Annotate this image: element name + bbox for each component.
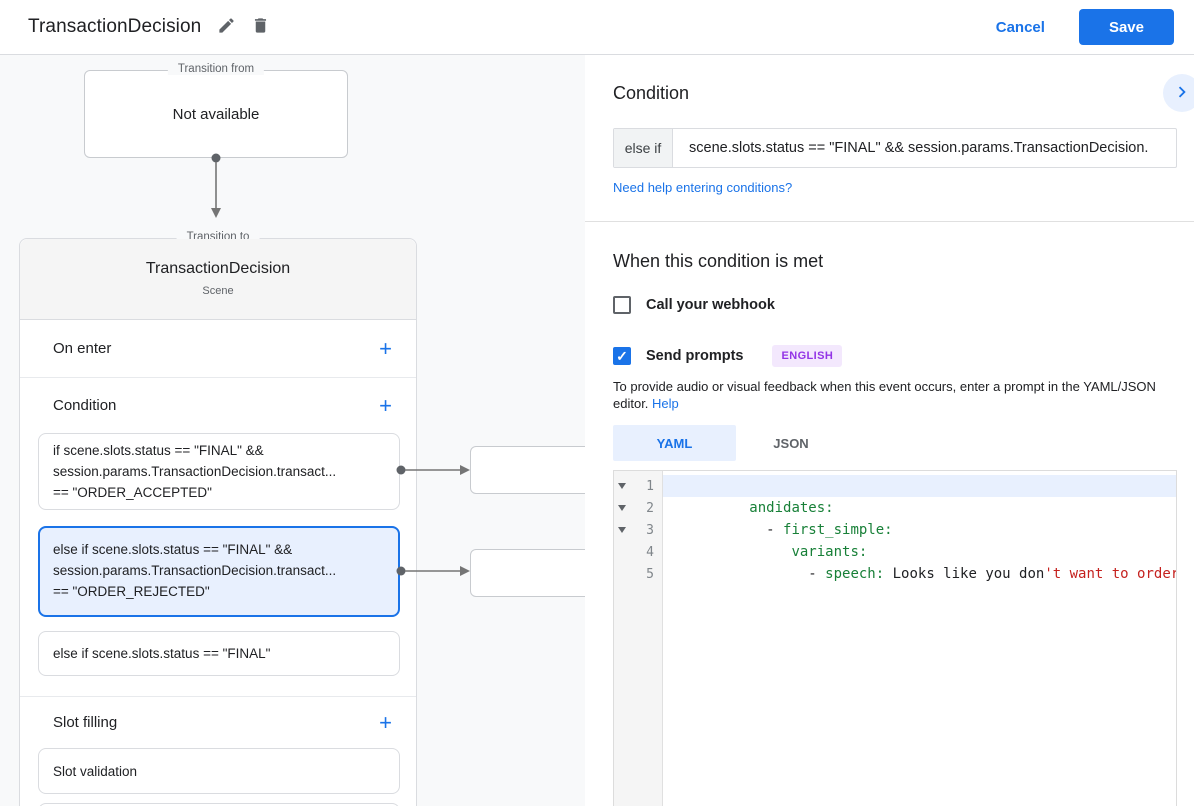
flow-canvas: Transition from Not available Transition…: [0, 55, 585, 806]
line-number: 3: [646, 522, 654, 538]
chevron-right-icon: [1171, 81, 1193, 106]
fold-toggle-icon[interactable]: [614, 527, 630, 533]
transition-from-node[interactable]: Transition from Not available: [84, 63, 348, 158]
code-segment: variants:: [791, 544, 868, 560]
send-prompts-checkbox[interactable]: ✓: [613, 347, 631, 365]
when-met-heading: When this condition is met: [613, 251, 824, 271]
condition-expression-input[interactable]: [673, 129, 1176, 167]
send-prompts-row[interactable]: ✓ Send prompts ENGLISH: [613, 345, 843, 367]
fold-toggle-icon[interactable]: [614, 483, 630, 489]
code-segment: 't want to order anyt: [1044, 566, 1176, 582]
condition-card-final[interactable]: else if scene.slots.status == "FINAL": [38, 631, 400, 676]
line-number: 1: [646, 478, 654, 494]
code-segment: -: [749, 522, 784, 538]
code-segment: Looks like you don: [884, 566, 1045, 582]
delete-scene-button[interactable]: [243, 10, 277, 44]
prompt-description-line2: editor.: [613, 396, 649, 411]
fold-toggle-icon[interactable]: [614, 505, 630, 511]
code-segment: andidates:: [749, 500, 834, 516]
on-enter-section: On enter +: [20, 320, 416, 378]
pencil-icon: [217, 16, 236, 38]
gutter-row: 3: [614, 519, 662, 541]
condition-help-link[interactable]: Need help entering conditions?: [613, 180, 793, 195]
add-slot-button[interactable]: +: [375, 710, 396, 736]
scene-subtitle: Scene: [202, 285, 234, 297]
edit-scene-button[interactable]: [209, 10, 243, 44]
save-button[interactable]: Save: [1078, 9, 1174, 45]
cancel-button[interactable]: Cancel: [980, 11, 1061, 44]
panel-condition-heading: Condition: [613, 83, 690, 103]
line-number: 2: [646, 500, 654, 516]
webhook-checkbox[interactable]: [613, 296, 631, 314]
prompt-help-link[interactable]: Help: [652, 396, 679, 411]
transition-target-node[interactable]: [470, 446, 585, 494]
transition-arrow-rejected: [396, 566, 470, 576]
yaml-code-editor[interactable]: 1 2 3 4 5: [613, 470, 1177, 806]
condition-prefix: else if: [614, 129, 673, 167]
condition-line: if scene.slots.status == "FINAL" &&: [53, 443, 264, 458]
add-on-enter-button[interactable]: +: [375, 336, 396, 362]
down-arrow-connector: [211, 153, 221, 218]
gutter-row: 1: [614, 475, 662, 497]
code-line-4: - speech: Looks like you don't want to o…: [663, 541, 1176, 582]
scene-card-header[interactable]: TransactionDecision Scene: [20, 239, 416, 320]
condition-section: Condition +: [20, 378, 416, 433]
editor-gutter: 1 2 3 4 5: [614, 471, 663, 806]
call-webhook-row[interactable]: Call your webhook: [613, 296, 775, 314]
transition-arrow-accepted: [396, 465, 470, 475]
topbar: TransactionDecision Cancel Save: [0, 0, 1194, 55]
page-title: TransactionDecision: [28, 16, 202, 37]
collapse-panel-button[interactable]: [1163, 74, 1194, 112]
code-line-2: - first_simple:: [663, 497, 1176, 538]
add-condition-button[interactable]: +: [375, 393, 396, 419]
condition-card-rejected-selected[interactable]: else if scene.slots.status == "FINAL" &&…: [38, 526, 400, 617]
tab-yaml[interactable]: YAML: [613, 425, 736, 461]
code-line-1: andidates:: [663, 475, 1176, 516]
slot-filling-label: Slot filling: [53, 714, 118, 731]
language-badge: ENGLISH: [772, 345, 843, 367]
transition-from-legend: Transition from: [167, 63, 265, 75]
prompt-description: To provide audio or visual feedback when…: [613, 378, 1173, 412]
checkmark-icon: ✓: [616, 347, 628, 364]
code-segment: speech:: [825, 566, 885, 582]
trash-icon: [251, 16, 270, 38]
webhook-label: Call your webhook: [646, 297, 775, 313]
on-enter-label: On enter: [53, 340, 112, 357]
editor-code-area[interactable]: andidates: - first_simple: variants: - s…: [663, 471, 1176, 806]
scene-title: TransactionDecision: [145, 260, 291, 277]
condition-section-label: Condition: [53, 397, 117, 414]
slot-filling-section: Slot filling +: [20, 696, 416, 748]
editor-tabs: YAML JSON: [613, 425, 846, 461]
transition-to-node: Transition to TransactionDecision Scene …: [19, 231, 417, 806]
gutter-row: 2: [614, 497, 662, 519]
condition-detail-panel: Condition else if Need help entering con…: [585, 55, 1194, 806]
slot-validation-card[interactable]: Slot validation: [38, 748, 400, 794]
transition-target-node[interactable]: [470, 549, 585, 597]
code-segment: [749, 544, 791, 560]
condition-line: == "ORDER_REJECTED": [53, 584, 210, 599]
line-number: 4: [646, 544, 654, 560]
transition-from-value: Not available: [172, 105, 260, 123]
panel-divider: [585, 221, 1194, 222]
slot-card-label: Slot validation: [53, 764, 138, 779]
code-segment: -: [749, 566, 826, 582]
code-line-3: variants:: [663, 519, 1176, 560]
condition-line: == "ORDER_ACCEPTED": [53, 485, 212, 500]
condition-card-accepted[interactable]: if scene.slots.status == "FINAL" && sess…: [38, 433, 400, 510]
condition-line: session.params.TransactionDecision.trans…: [53, 563, 337, 578]
gutter-row: 4: [614, 541, 662, 563]
gutter-row: 5: [614, 563, 662, 585]
code-segment: first_simple:: [783, 522, 893, 538]
condition-line: else if scene.slots.status == "FINAL": [53, 646, 271, 661]
tab-json[interactable]: JSON: [773, 435, 809, 451]
condition-expression-row: else if: [613, 128, 1177, 168]
condition-line: else if scene.slots.status == "FINAL" &&: [53, 542, 293, 557]
line-number: 5: [646, 566, 654, 582]
send-prompts-label: Send prompts: [646, 348, 744, 364]
prompt-description-line1: To provide audio or visual feedback when…: [613, 379, 1156, 394]
condition-line: session.params.TransactionDecision.trans…: [53, 464, 337, 479]
